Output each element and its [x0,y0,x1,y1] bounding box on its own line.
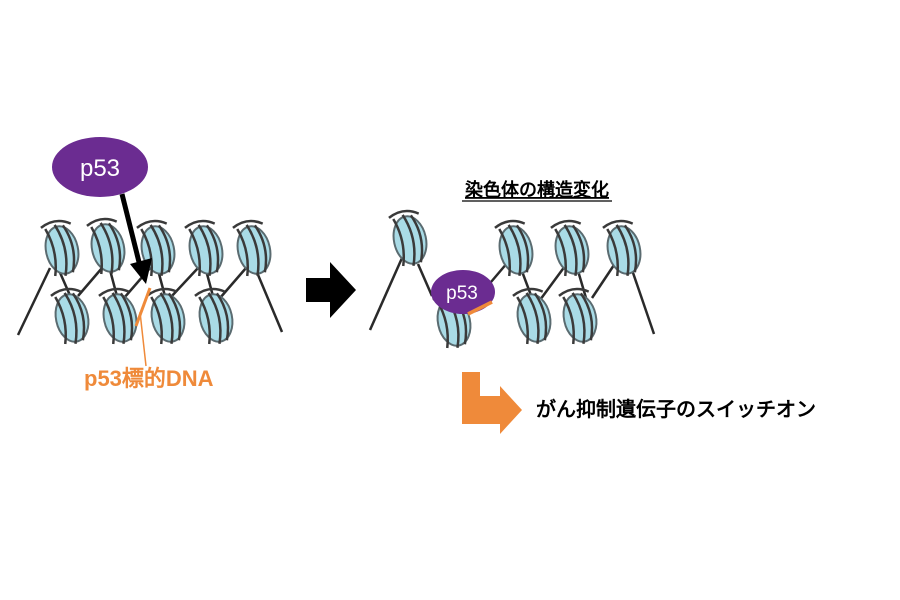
nucleosome [48,284,95,349]
nucleosome [96,284,143,349]
nucleosome [510,284,557,349]
tumor-suppressor-switch-label: がん抑制遺伝子のスイッチオン [536,397,816,421]
p53-target-dna-segment [134,287,152,327]
right-target-dna-segment [467,300,493,316]
right-p53-protein: p53 [431,270,495,316]
left-p53-protein: p53 [52,137,148,197]
nucleosome [144,284,191,349]
left-chromatin [16,214,284,367]
activation-arrow [462,372,522,434]
nucleosome [386,206,433,271]
right-chromatin [368,206,656,353]
nucleosome [182,216,229,281]
nucleosome [600,216,647,281]
chromatin-change-title: 染色体の構造変化 [464,179,609,200]
right-p53-label: p53 [446,283,478,304]
target-dna-label: p53標的DNA [84,366,214,391]
right-nucleosomes [386,206,647,353]
transition-arrow [306,262,356,318]
nucleosome [38,216,85,281]
binding-arrow [119,193,152,284]
nucleosome [192,284,239,349]
target-dna-leader-line [139,311,147,367]
left-p53-label: p53 [80,155,120,182]
nucleosome [84,214,131,279]
nucleosome [548,216,595,281]
nucleosome [230,216,277,281]
left-nucleosomes-top [38,214,277,281]
